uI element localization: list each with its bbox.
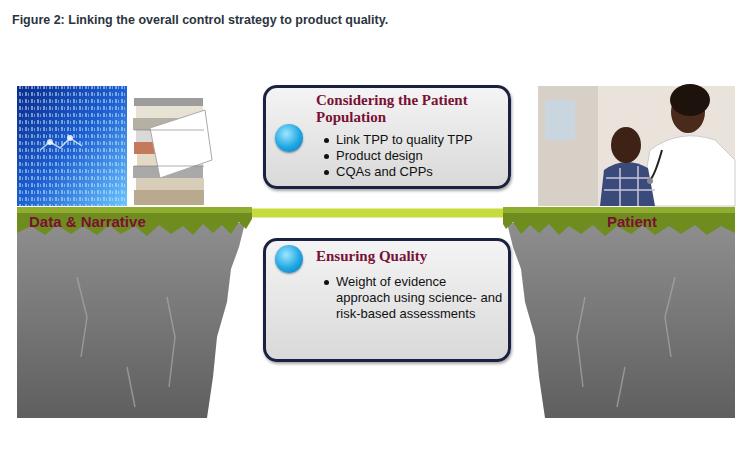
bullet-item: CQAs and CPPs xyxy=(324,164,504,180)
rock xyxy=(507,223,735,418)
cliff-label: Patient xyxy=(607,213,657,230)
bullet-dot xyxy=(324,154,329,159)
rounded-text-box: Ensuring QualityWeight of evidence appro… xyxy=(263,238,511,362)
bullet-list: Link TPP to quality TPPProduct designCQA… xyxy=(324,132,504,180)
bullet-text: Product design xyxy=(336,148,423,163)
rock-crack xyxy=(577,277,675,407)
cliff: Data & Narrative xyxy=(17,207,252,418)
cliff-label: Data & Narrative xyxy=(29,213,146,230)
grass xyxy=(503,207,735,236)
binary-data-image xyxy=(17,86,127,206)
bullet-dot xyxy=(324,170,329,175)
grass-top xyxy=(503,207,735,213)
bullet-text: CQAs and CPPs xyxy=(336,164,433,179)
bullet-list: Weight of evidence approach using scienc… xyxy=(324,274,504,322)
blue-circle xyxy=(275,245,303,273)
bullet-dot xyxy=(324,138,329,143)
cliff-shape xyxy=(503,207,735,418)
grass xyxy=(17,207,252,236)
rounded-text-box: Considering the Patient PopulationLink T… xyxy=(263,85,511,189)
grass-top xyxy=(17,207,252,213)
bridge-connector xyxy=(252,209,503,218)
bullet-item: Link TPP to quality TPP xyxy=(324,132,504,148)
bullet-text: Link TPP to quality TPP xyxy=(336,132,473,147)
bullet-item: Product design xyxy=(324,148,504,164)
rock xyxy=(17,223,245,418)
rock-crack xyxy=(77,277,175,407)
figure-title: Figure 2: Linking the overall control st… xyxy=(12,13,388,27)
paper-stack-image xyxy=(133,98,212,205)
patient-photo xyxy=(538,84,735,206)
cliff: Patient xyxy=(503,207,735,418)
cliff-shape xyxy=(17,207,252,418)
blue-circle xyxy=(275,124,303,152)
bullet-text: Weight of evidence approach using scienc… xyxy=(336,274,502,321)
box-heading: Considering the Patient Population xyxy=(316,92,506,126)
box-heading: Ensuring Quality xyxy=(316,248,506,265)
bullet-dot xyxy=(324,280,329,285)
bullet-item: Weight of evidence approach using scienc… xyxy=(324,274,504,322)
